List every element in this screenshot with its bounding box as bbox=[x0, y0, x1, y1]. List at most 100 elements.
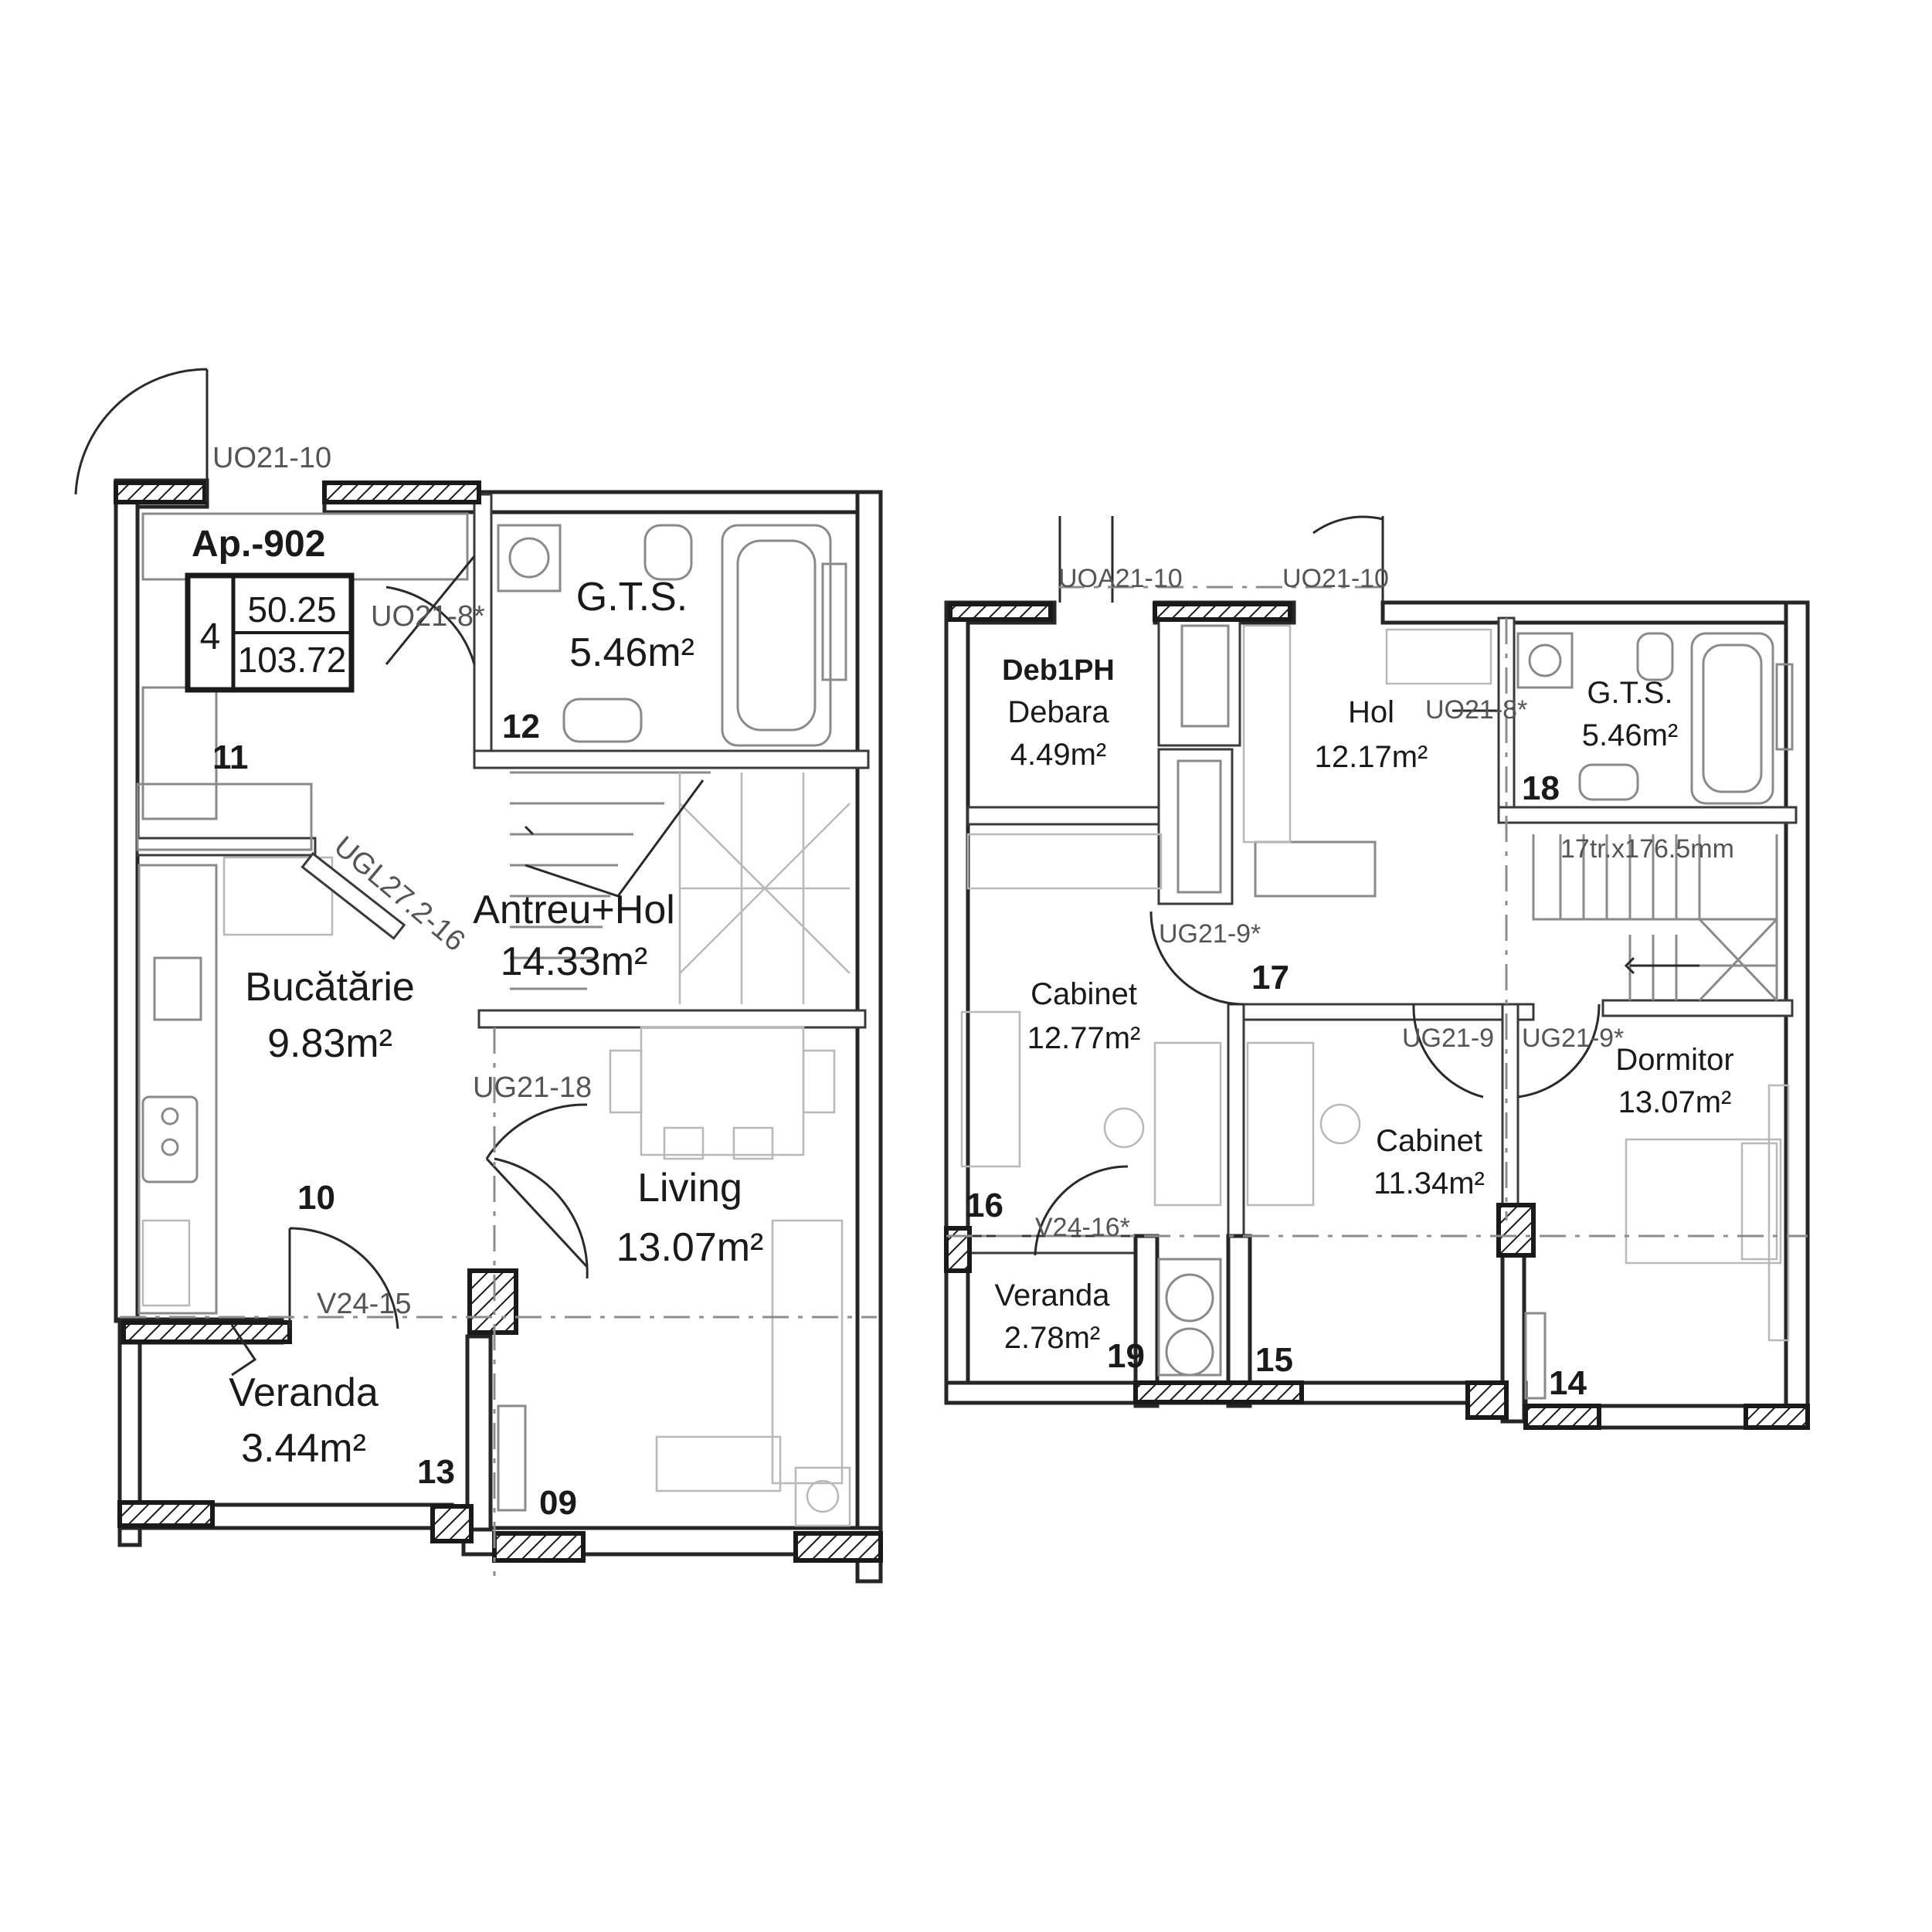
uf-bathtub bbox=[1690, 632, 1774, 805]
uf-code-stairs: 17tr.x176.5mm bbox=[1560, 834, 1734, 864]
uf-debara-area: 4.49m² bbox=[1010, 738, 1107, 772]
gf-toilet bbox=[643, 524, 693, 581]
gf-number-13: 13 bbox=[417, 1453, 455, 1491]
gf-kitchen-counter bbox=[138, 856, 334, 1315]
uf-cabinet1-door bbox=[1149, 911, 1244, 1006]
uf-number-16: 16 bbox=[966, 1187, 1003, 1224]
uf-column-top-2 bbox=[1153, 602, 1292, 622]
uf-number-18: 18 bbox=[1522, 769, 1560, 807]
uf-veranda-name: Veranda bbox=[994, 1278, 1110, 1312]
uf-dormitor-pillows bbox=[1740, 1142, 1778, 1261]
uf-wall-bath-bottom bbox=[1497, 806, 1798, 824]
uf-cabinet2-desk bbox=[1246, 1041, 1315, 1207]
gf-wall-living-top bbox=[477, 1009, 867, 1029]
gf-sink bbox=[562, 698, 643, 743]
uf-code-veranda-door: V24-16* bbox=[1035, 1213, 1130, 1242]
gf-code-veranda-door: V24-15 bbox=[317, 1288, 412, 1320]
uf-cabinet2-name: Cabinet bbox=[1376, 1124, 1482, 1158]
uf-hol-area: 12.17m² bbox=[1315, 740, 1428, 774]
uf-wall-stair-shaft bbox=[1157, 616, 1241, 747]
gf-washer bbox=[497, 524, 562, 593]
apartment-title: Ap.-902 bbox=[192, 524, 325, 565]
uf-hol-wardrobe bbox=[1242, 624, 1292, 844]
uf-veranda-area: 2.78m² bbox=[1004, 1321, 1101, 1355]
uf-column-bottom-3 bbox=[1523, 1404, 1601, 1430]
gf-number-09: 09 bbox=[539, 1484, 577, 1522]
gf-bucatarie-name: Bucătărie bbox=[245, 965, 415, 1010]
uf-code-dormitor-door: UG21-9* bbox=[1522, 1024, 1624, 1053]
uf-bathtub-inner bbox=[1702, 643, 1763, 793]
gf-wall-right bbox=[855, 490, 883, 1584]
uf-wall-bath-veranda-divider bbox=[1226, 1234, 1252, 1408]
gf-column-left-top bbox=[114, 480, 207, 504]
uf-gts-area: 5.46m² bbox=[1582, 718, 1679, 752]
gf-living-door bbox=[485, 1103, 589, 1268]
uf-cabinet1-desk bbox=[1153, 1041, 1222, 1207]
uf-wall-cabinet-top bbox=[1231, 1003, 1535, 1021]
apartment-area-total: 103.72 bbox=[238, 640, 347, 680]
uf-dormitor-bed bbox=[1625, 1138, 1782, 1265]
uf-wall-left bbox=[944, 600, 970, 1404]
gf-veranda-name: Veranda bbox=[229, 1370, 379, 1415]
uf-washer-drum bbox=[1528, 643, 1562, 677]
gf-veranda-window bbox=[230, 1324, 257, 1377]
gf-bath-door bbox=[385, 555, 476, 665]
uf-dormitor-area: 13.07m² bbox=[1618, 1085, 1732, 1119]
uf-code-cabinet1-door: UG21-9* bbox=[1159, 919, 1261, 949]
ground-floor-plan: Ap.-902 4 50.25 103.72 G.T.S. 5.46m² Ant… bbox=[74, 368, 883, 1584]
gf-closet bbox=[141, 686, 218, 820]
gf-antreu-area: 14.33m² bbox=[501, 939, 648, 984]
gf-number-12: 12 bbox=[502, 708, 540, 745]
gf-column-bottom-mid bbox=[430, 1504, 474, 1543]
uf-wall-cabinet-divider bbox=[1227, 1003, 1245, 1238]
uf-debara-shelf bbox=[966, 833, 1163, 890]
gf-code-living-door: UG21-18 bbox=[473, 1071, 592, 1104]
uf-radiator-bath bbox=[1775, 663, 1794, 751]
uf-cabinet2-area: 11.34m² bbox=[1373, 1166, 1485, 1200]
gf-column-top bbox=[322, 480, 481, 504]
gf-living-furniture bbox=[497, 1026, 851, 1527]
uf-dormitor-name: Dormitor bbox=[1615, 1043, 1733, 1077]
uf-shaft-1 bbox=[1180, 624, 1230, 728]
uf-boiler bbox=[1157, 1258, 1222, 1377]
uf-cabinet1-sofa bbox=[960, 1010, 1021, 1168]
uf-cabinet1-name: Cabinet bbox=[1031, 977, 1137, 1011]
gf-column-veranda bbox=[121, 1320, 292, 1344]
uf-column-bottom-1 bbox=[1133, 1380, 1304, 1404]
gf-ventilation-shaft bbox=[136, 783, 313, 851]
uf-debara-tag: Deb1PH bbox=[1002, 654, 1115, 687]
apartment-area-living: 50.25 bbox=[247, 589, 336, 630]
uf-stairs bbox=[1532, 834, 1778, 1002]
gf-antreu-name: Antreu+Hol bbox=[473, 888, 675, 932]
uf-dormitor-radiator bbox=[1524, 1312, 1547, 1400]
gf-bucatarie-area: 9.83m² bbox=[267, 1021, 392, 1066]
gf-radiator-bath bbox=[821, 562, 847, 681]
uf-column-dormitor bbox=[1496, 1203, 1536, 1258]
gf-kitchen-partition bbox=[300, 851, 406, 940]
upper-floor-plan: Deb1PH Debara 4.49m² Hol 12.17m² G.T.S. … bbox=[944, 515, 1810, 1430]
gf-wall-kitchen-top bbox=[136, 837, 317, 857]
gf-living-area: 13.07m² bbox=[616, 1225, 764, 1270]
gf-wall-between-veranda bbox=[465, 1334, 493, 1532]
uf-cabinet1-area: 12.77m² bbox=[1027, 1021, 1141, 1055]
uf-veranda-door bbox=[1034, 1165, 1129, 1256]
uf-hol-mat bbox=[1385, 628, 1492, 685]
uf-shaft-3 bbox=[1254, 840, 1377, 898]
uf-cabinet2-door bbox=[1412, 1003, 1484, 1098]
gf-gts-name: G.T.S. bbox=[576, 575, 688, 620]
uf-column-bottom-4 bbox=[1744, 1404, 1810, 1430]
apartment-rooms-count: 4 bbox=[200, 616, 221, 657]
uf-column-bottom-2 bbox=[1465, 1380, 1509, 1420]
uf-gts-name: G.T.S. bbox=[1587, 676, 1672, 710]
gf-bathtub-inner bbox=[736, 539, 817, 732]
uf-debara-name: Debara bbox=[1007, 695, 1109, 729]
gf-veranda-door bbox=[288, 1227, 399, 1329]
gf-wall-bath-bottom bbox=[473, 749, 870, 769]
uf-column-top-1 bbox=[948, 602, 1053, 622]
uf-dormitor-door bbox=[1517, 1003, 1601, 1098]
gf-living-door-2 bbox=[494, 1157, 589, 1279]
uf-shaft-2 bbox=[1177, 759, 1222, 894]
uf-wall-debara-bottom bbox=[966, 806, 1163, 826]
gf-number-10: 10 bbox=[297, 1179, 335, 1217]
